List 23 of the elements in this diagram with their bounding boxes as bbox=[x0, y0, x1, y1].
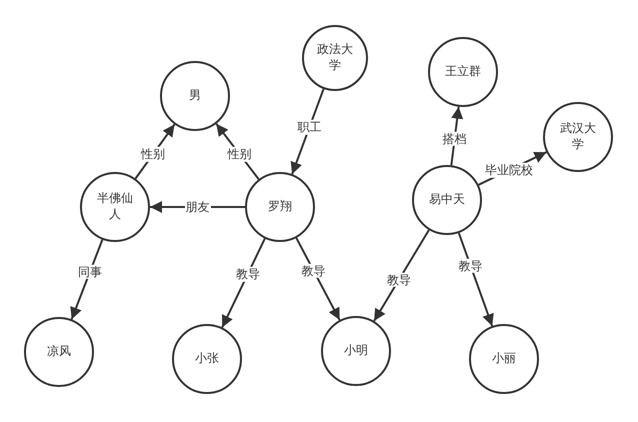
edge-label: 教导 bbox=[300, 264, 327, 278]
node-label: 小丽 bbox=[491, 351, 517, 367]
edge-label: 朋友 bbox=[184, 200, 210, 214]
edge-label: 性别 bbox=[226, 147, 253, 162]
node-label: 武汉大学 bbox=[559, 121, 597, 153]
node-label: 男 bbox=[188, 88, 202, 104]
edge-label: 性别 bbox=[140, 147, 166, 162]
node-label: 政法大学 bbox=[316, 42, 354, 74]
node-label: 凉风 bbox=[46, 344, 72, 360]
node-label: 小张 bbox=[194, 351, 220, 367]
edge-label: 教导 bbox=[457, 258, 484, 273]
node-label: 小明 bbox=[343, 343, 369, 359]
edge-label: 搭档 bbox=[442, 132, 468, 146]
node-label: 半佛仙人 bbox=[96, 191, 134, 223]
arrow bbox=[458, 232, 494, 326]
edge-label: 教导 bbox=[234, 266, 261, 282]
node-label: 易中天 bbox=[428, 192, 466, 208]
edge-label: 教导 bbox=[386, 272, 412, 288]
edge-label: 毕业院校 bbox=[484, 162, 534, 178]
edge-label: 同事 bbox=[77, 264, 104, 279]
node-label: 王立群 bbox=[444, 64, 482, 80]
edge-label: 职工 bbox=[296, 120, 322, 134]
node-label: 罗翔 bbox=[267, 199, 293, 215]
